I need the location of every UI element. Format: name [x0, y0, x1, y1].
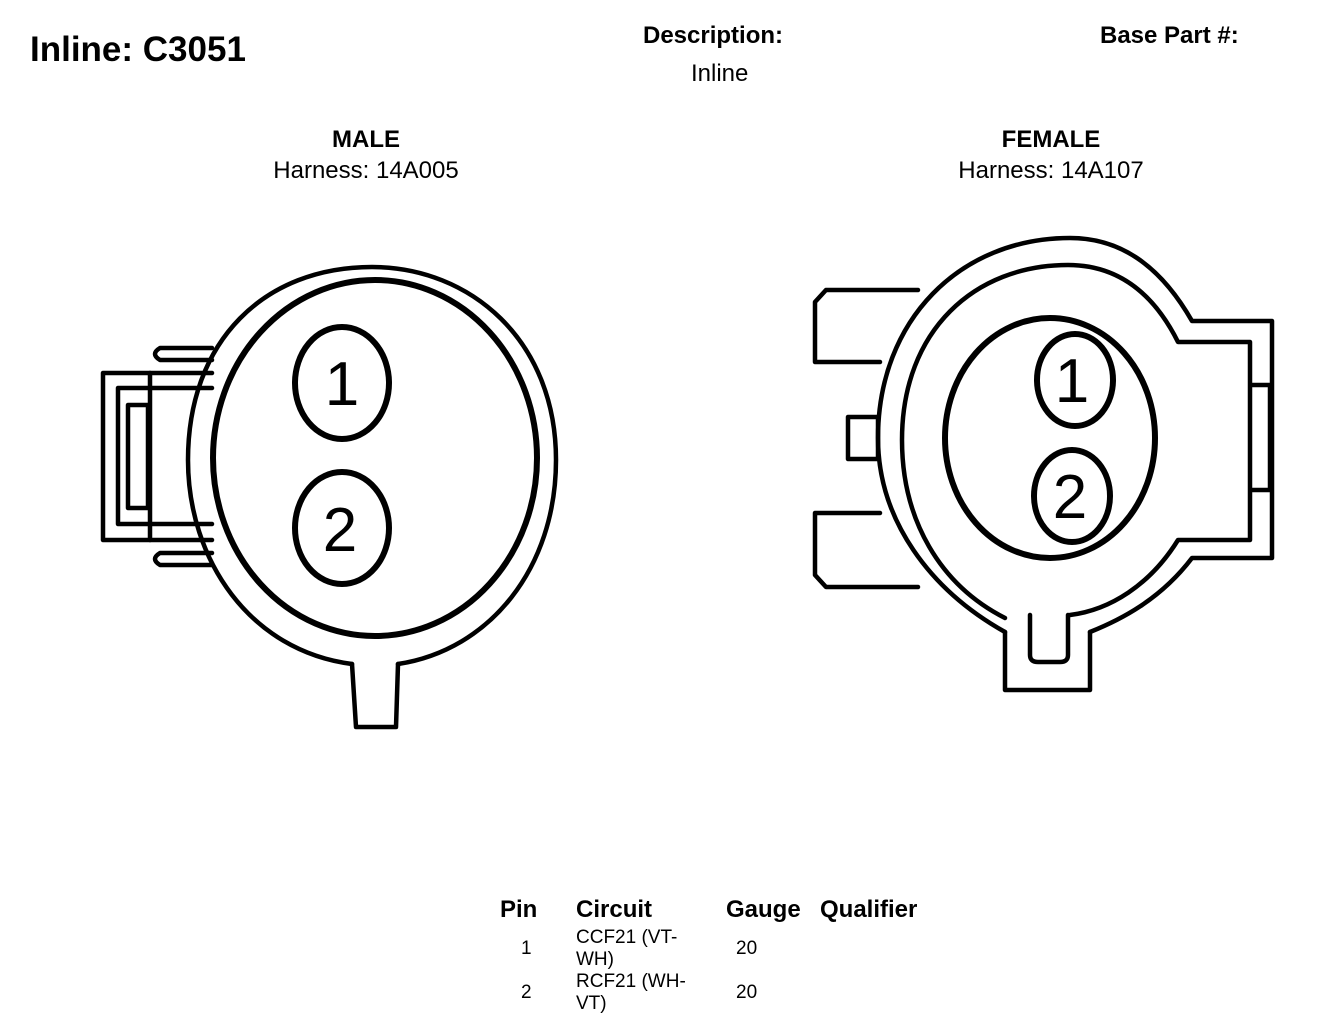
male-shell-inner	[210, 277, 540, 639]
female-connector-header: FEMALE Harness: 14A107	[851, 124, 1251, 186]
female-pin-2-cavity	[1031, 447, 1113, 545]
female-pin-1-cavity	[1034, 331, 1116, 429]
qualifier-header: Qualifier	[820, 896, 918, 923]
male-pin-1-label: 1	[325, 350, 359, 419]
male-harness-label: Harness: 14A005	[273, 157, 459, 184]
female-insert	[942, 315, 1158, 561]
description-value: Inline	[691, 60, 749, 87]
female-shell-outer	[875, 235, 1275, 635]
table-row: 1 CCF21 (VT-WH) 20	[500, 927, 917, 971]
table-row: 2 RCF21 (WH-VT) 20	[500, 971, 917, 1015]
circuit-cell: RCF21 (WH-VT)	[576, 971, 686, 1014]
pin-table: Pin Circuit Gauge Qualifier 1 CCF21 (VT-…	[500, 893, 917, 1015]
description-label: Description:	[643, 22, 784, 49]
female-connector-drawing: 1 2	[812, 235, 1275, 693]
female-latch-top	[812, 287, 921, 365]
connector-title: Inline: C3051	[30, 30, 246, 69]
gauge-header: Gauge	[726, 896, 801, 923]
gauge-cell: 20	[736, 982, 758, 1003]
male-connector-header: MALE Harness: 14A005	[166, 124, 566, 186]
pin-header: Pin	[500, 896, 538, 923]
circuit-header: Circuit	[576, 896, 653, 923]
base-part-label: Base Part #:	[1100, 22, 1239, 49]
female-pin-1-label: 1	[1055, 347, 1089, 416]
male-pin-2-cavity	[292, 469, 392, 587]
female-pin-2-label: 2	[1053, 463, 1087, 532]
male-pin-1-cavity	[292, 324, 392, 442]
pin-table-header: Pin Circuit Gauge Qualifier	[500, 893, 917, 927]
gauge-cell: 20	[736, 938, 758, 959]
male-latch	[100, 370, 215, 543]
circuit-cell: CCF21 (VT-WH)	[576, 927, 678, 970]
female-latch-bottom	[812, 510, 921, 590]
female-key-tab	[1002, 629, 1093, 693]
pin-cell: 2	[521, 982, 532, 1003]
female-shell-inner	[899, 262, 1253, 621]
male-connector-drawing: 1 2	[100, 264, 559, 730]
male-pin-2-label: 2	[323, 496, 357, 565]
qualifier-cell	[820, 927, 917, 971]
female-gender-label: FEMALE	[1001, 126, 1101, 153]
male-shell-outer	[185, 264, 559, 667]
female-latch-nub	[845, 414, 881, 462]
female-harness-label: Harness: 14A107	[958, 157, 1144, 184]
male-key-tab	[349, 661, 401, 730]
male-gender-label: MALE	[332, 126, 400, 153]
qualifier-cell	[820, 971, 917, 1015]
pin-cell: 1	[521, 938, 532, 959]
